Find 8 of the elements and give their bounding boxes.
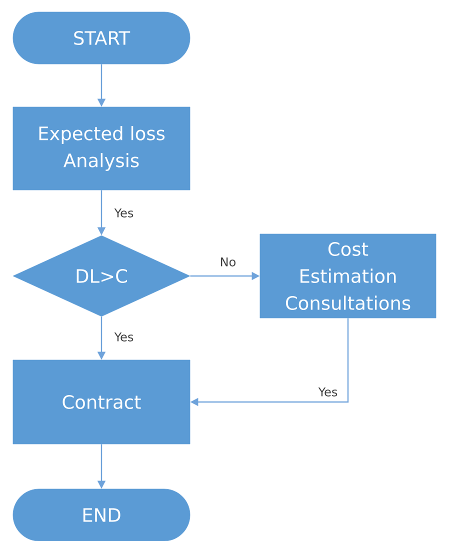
process-box: Expected loss Analysis xyxy=(12,106,190,190)
process-box: Cost Estimation Consultations xyxy=(260,234,436,318)
terminal-oval: END xyxy=(12,488,190,541)
process-box: Contract xyxy=(12,360,190,444)
edge-label: Yes xyxy=(113,332,135,342)
edge-label: Yes xyxy=(113,208,135,218)
edge-label: Yes xyxy=(317,386,339,398)
edge-label: No xyxy=(218,256,238,268)
